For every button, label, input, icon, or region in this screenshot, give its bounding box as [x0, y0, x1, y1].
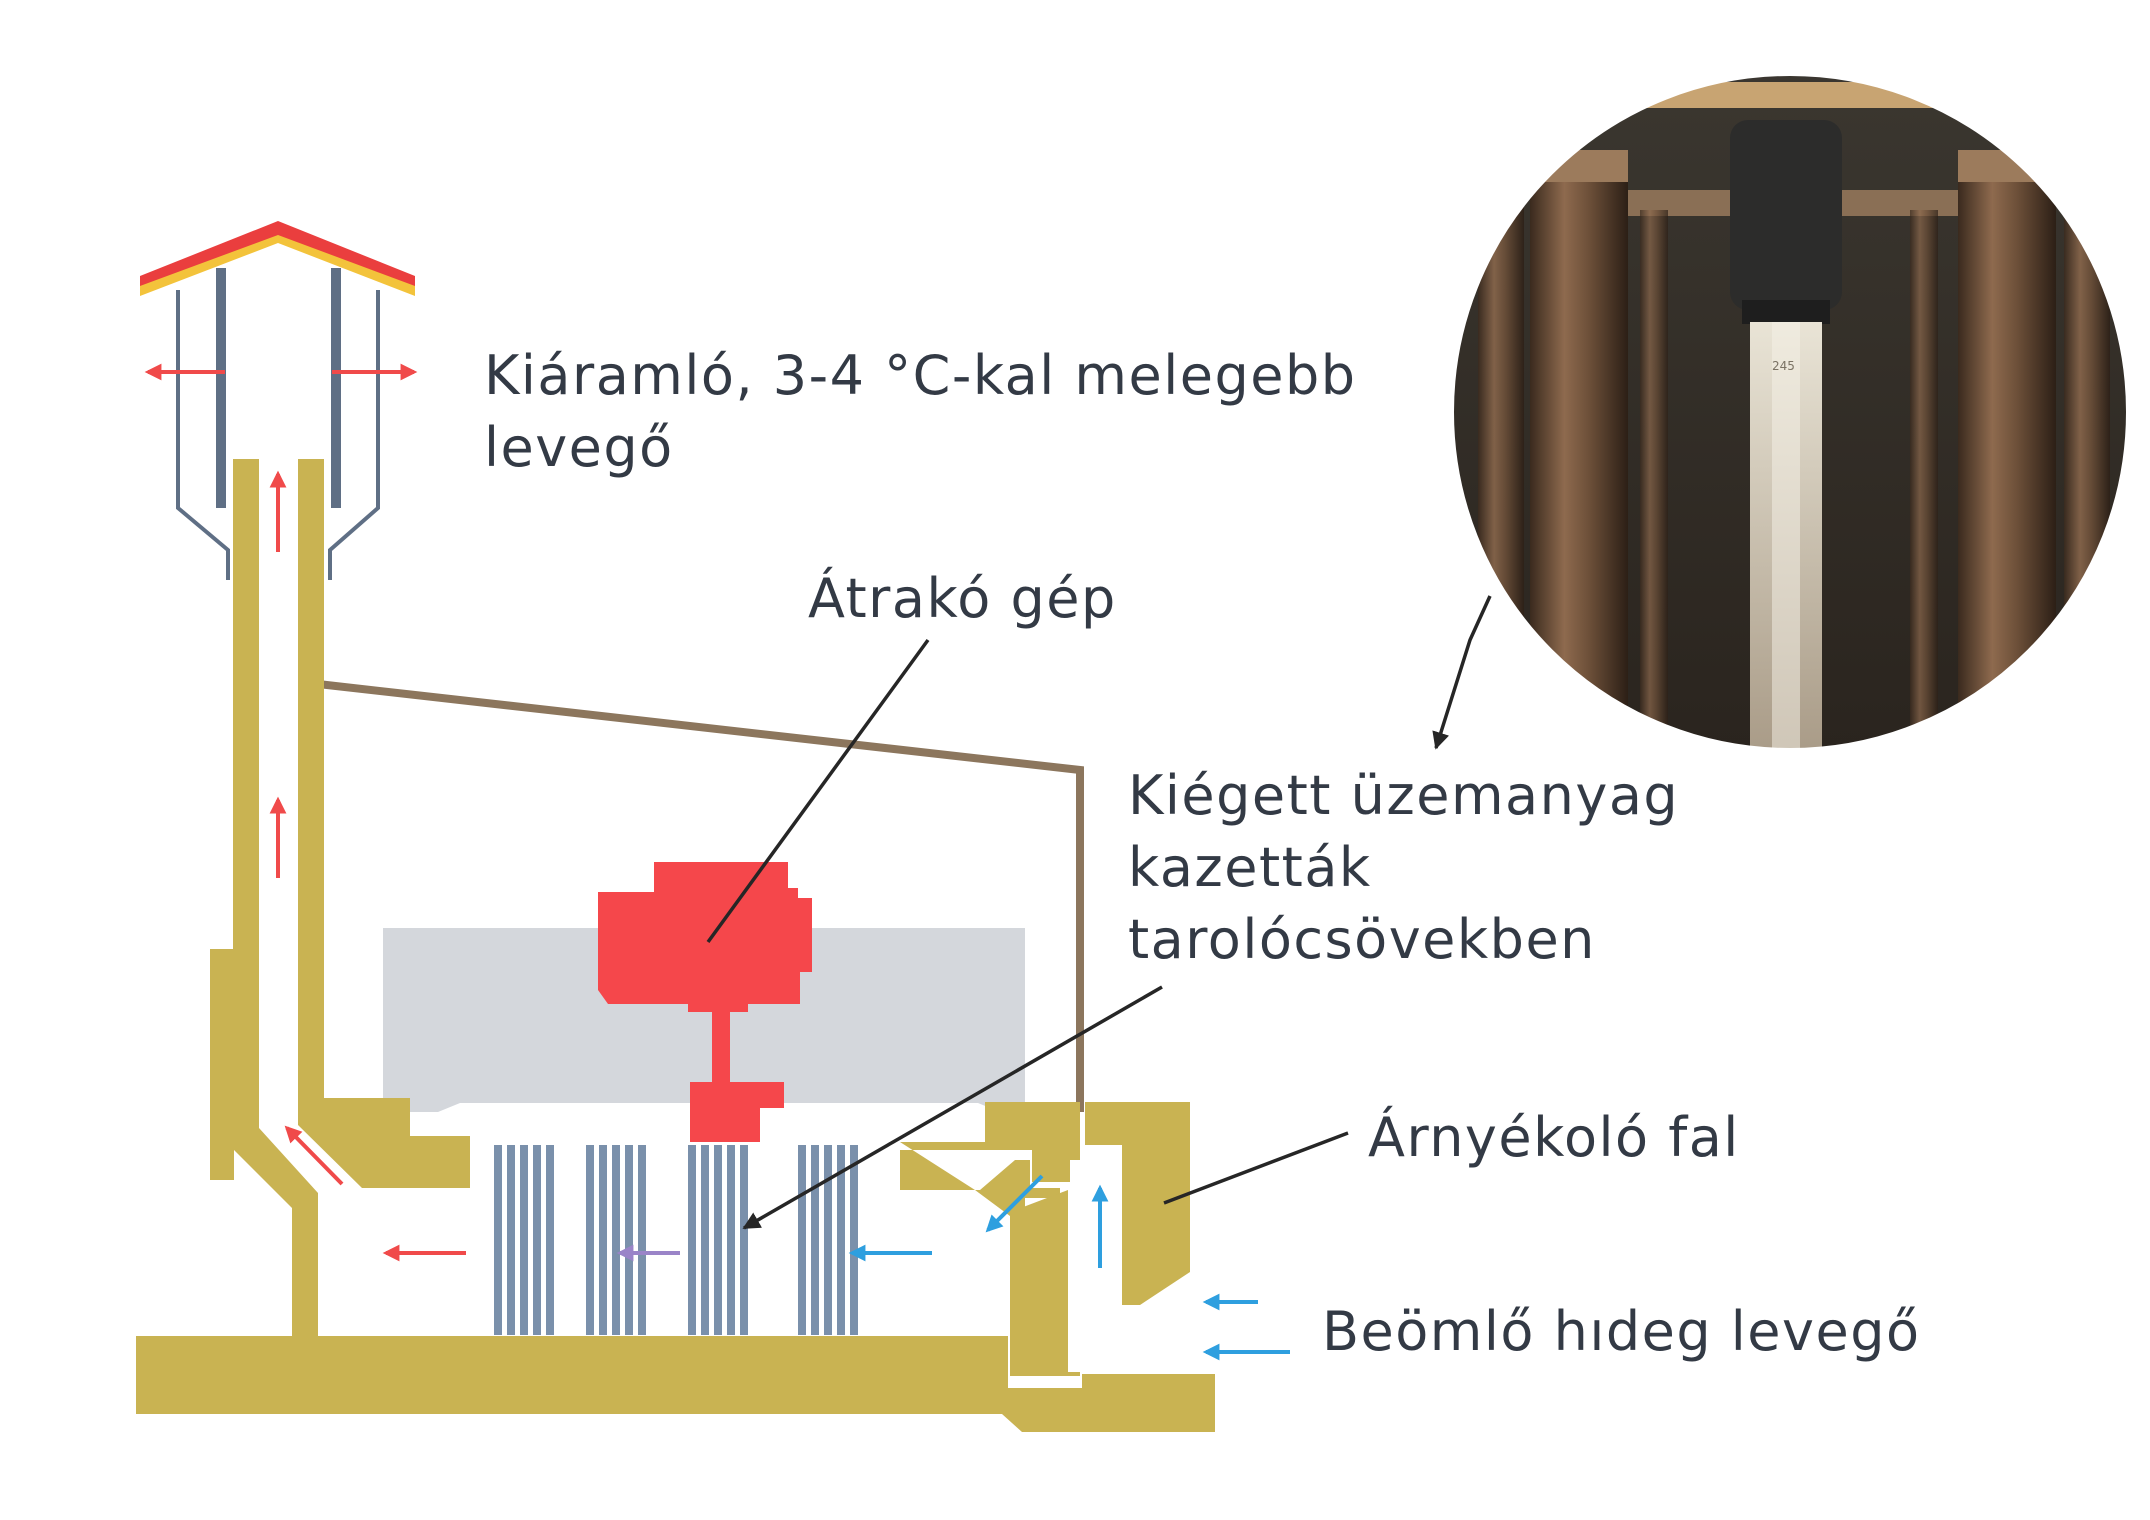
hot-air-arrows: [144, 363, 466, 1262]
cold-air-inflow-label: Beömlő hıdeg levegő: [1322, 1300, 1921, 1363]
exhaust-air-label: Kiáramló, 3-4 °C-kal melegebb levegő: [484, 344, 1357, 479]
inlet-outer-wall: [985, 1102, 1190, 1305]
inset-canister-top: [1730, 120, 1842, 310]
tube-group-3: [688, 1145, 748, 1335]
tube-group-4: [798, 1145, 858, 1335]
cold-air-arrow-inlet-diagonal: [985, 1174, 1044, 1233]
inset-pipe-mid-right: [1910, 210, 1938, 750]
inset-pipe-mid-left: [1640, 210, 1668, 750]
inset-pipe-left: [1530, 160, 1628, 750]
leader-lines: [706, 595, 1492, 1230]
storage-tube-inset: 245: [1450, 72, 2130, 752]
building-outline: [317, 680, 1084, 1112]
outlet-duct-left-wall: [210, 949, 318, 1338]
leader-inset: [1432, 595, 1492, 750]
leader-wall: [1163, 1131, 1349, 1205]
roof-cap: [140, 221, 415, 286]
transfer-machine-label: Átrakó gép: [808, 567, 1117, 630]
shielding-wall-label: Árnyékoló fal: [1368, 1106, 1740, 1169]
pool-area: [383, 928, 1025, 1112]
base-slab: [136, 1336, 1215, 1432]
leader-fuel: [742, 985, 1163, 1230]
tube-group-1: [494, 1145, 554, 1335]
shielding-structure: [136, 459, 1215, 1432]
outlet-duct-right-wall: [298, 949, 470, 1188]
hood-inner-baffle-left: [216, 268, 226, 508]
storage-tube-rack: [494, 1145, 858, 1335]
chimney-hood: [140, 221, 415, 580]
hood-inner-baffle-right: [331, 268, 341, 508]
fuel-handling-machine: [598, 862, 812, 1142]
spent-fuel-label: Kiégett üzemanyag kazetták tarolócsövekb…: [1128, 764, 1680, 971]
inset-tube-code: 245: [1772, 359, 1795, 373]
leader-machine: [706, 638, 930, 944]
cold-air-arrows: [848, 1174, 1290, 1361]
hood-outline: [176, 290, 380, 580]
hot-air-arrow-duct-diagonal: [284, 1125, 344, 1186]
tube-group-2: [586, 1145, 646, 1335]
chimney-left-wall: [233, 459, 259, 949]
inlet-inner-baffle: [1010, 1190, 1068, 1372]
inset-pipe-far-left: [1478, 200, 1524, 750]
chimney-right-wall: [298, 459, 324, 949]
inlet-inner-wall: [900, 1102, 1080, 1376]
